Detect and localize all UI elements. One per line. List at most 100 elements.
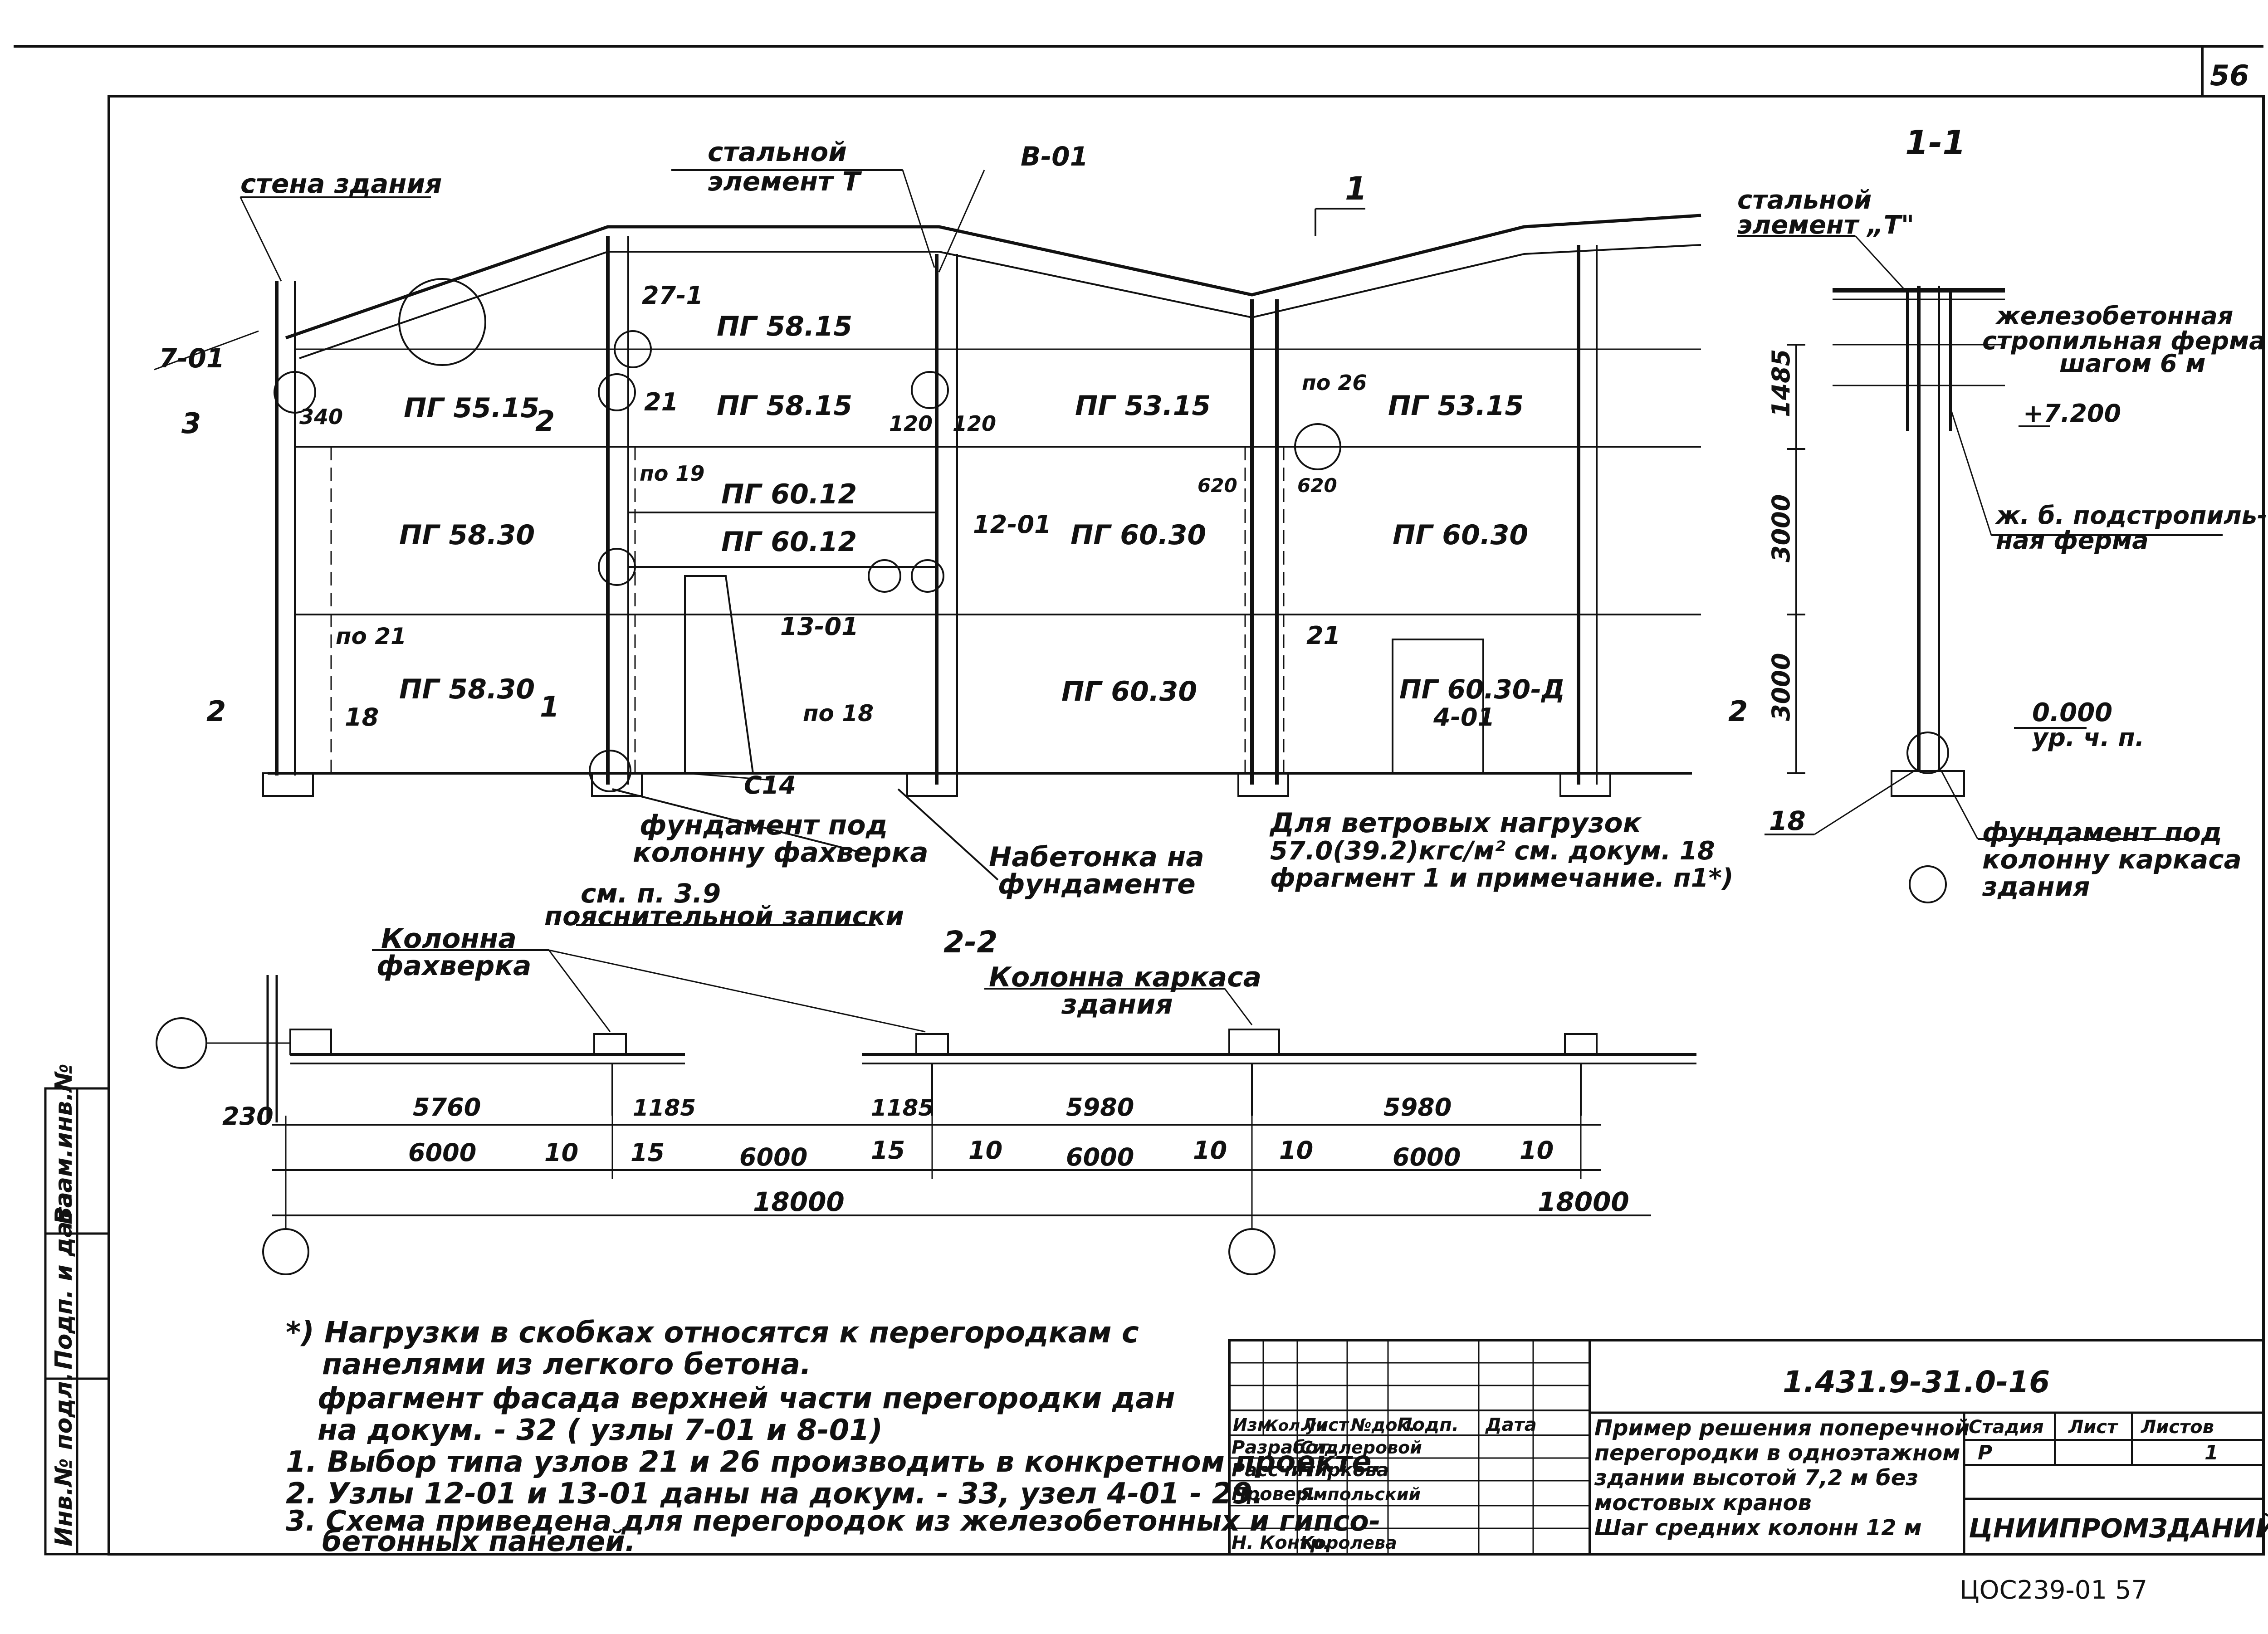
s11-truss2: стропильная ферма [1982,327,2266,355]
tb-stage-header: Стадия [1969,1417,2044,1438]
s22-d18000a: 18000 [753,1186,845,1217]
callout-620b: 620 [1297,474,1337,497]
note-foundation1: фундамент под [640,810,888,841]
tb-title-5: Шаг средних колонн 12 м [1594,1515,1922,1541]
note-wind3: фрагмент 1 и примечание. п1*) [1270,863,1734,893]
s11-level-720: +7.200 [2023,399,2121,428]
panel-pg5830b: ПГ 58.30 [399,673,535,705]
callout-120b: 120 [953,411,996,436]
s11-truss1: железобетонная [1994,302,2233,330]
s22-d6000d: 6000 [1393,1143,1461,1171]
footnote-2: 2. Узлы 12-01 и 13-01 даны на докум. - 3… [286,1477,1263,1511]
s11-level-note: ур. ч. п. [2032,723,2144,752]
callout-steel-t1: стальной [708,137,847,167]
callout-2: 2 [535,405,555,438]
callout-12-01: 12-01 [973,510,1051,539]
callout-wall: стена здания [240,168,442,199]
s11-dim-18: 18 [1769,805,1806,836]
callout-120a: 120 [889,411,933,436]
s11-foundation1: фундамент под [1982,817,2222,848]
note-concrete1: Набетонка на [989,841,1204,873]
tb-org: ЦНИИПРОМЗДАНИЙ [1969,1512,2268,1544]
tb-role-2: Рассчит. [1232,1460,1321,1481]
callout-27-1: 27-1 [642,281,703,310]
tb-role-4: Н. Контр. [1232,1532,1330,1553]
footnote-frag-2: на докум. - 32 ( узлы 7-01 и 8-01) [318,1414,883,1447]
s22-d10d: 10 [1279,1136,1313,1165]
tb-role-1: Разработ. [1232,1437,1335,1458]
s11-steel1: стальной [1737,185,1872,215]
s22-d6000a: 6000 [408,1138,476,1167]
callout-620a: 620 [1198,474,1237,497]
tb-header-3: №док. [1350,1415,1416,1435]
s22-d1185b: 1185 [871,1095,934,1121]
side-strip [44,1087,110,1556]
s11-dim-1485: 1485 [1767,349,1795,417]
section-22-title: 2-2 [943,925,997,960]
callout-21b: 21 [1306,621,1340,650]
s22-col-frame1: Колонна каркаса [989,961,1261,993]
tb-title-3: здании высотой 7,2 м без [1594,1465,1918,1491]
footnote-3a: 3. Схема приведена для перегородок из же… [286,1504,1381,1537]
tb-name-4: Королева [1300,1533,1397,1553]
sheet-frame [14,45,2265,1556]
tb-header-4: Подп. [1397,1415,1459,1435]
tb-header-0: Изм. [1233,1415,1278,1435]
tb-sheet-header: Лист [2068,1417,2119,1438]
section-2-2-drawing [156,949,1696,1275]
panel-pg6012a: ПГ 60.12 [721,478,857,510]
s11-subtruss1: ж. б. подстропиль- [1994,501,2267,530]
doc-code: 1.431.9-31.0-16 [1783,1365,2050,1400]
panel-pg5315a: ПГ 53.15 [1075,390,1211,422]
callout-c14: С14 [744,771,796,800]
callout-13-01: 13-01 [780,612,859,641]
s11-dim-3000a: 3000 [1767,494,1795,562]
s11-steel2: элемент „Т" [1737,210,1914,240]
s22-col-frame2: здания [1061,989,1173,1020]
callout-b01: В-01 [1021,141,1088,172]
panel-pg6030b: ПГ 60.30 [1393,519,1528,551]
callout-701: 7-01 [159,343,225,374]
footnote-frag-1: фрагмент фасада верхней части перегородк… [318,1382,1175,1415]
elevation-labels: стена здания стальной элемент Т В-01 1 7… [159,137,1748,932]
tb-title-2: перегородки в одноэтажном [1594,1440,1960,1466]
s11-foundation2: колонну каркаса [1982,844,2242,875]
s22-d5980b: 5980 [1383,1093,1452,1122]
callout-1: 1 [540,690,559,723]
callout-340: 340 [299,405,343,429]
tb-header-1: Кол.уч [1266,1417,1326,1435]
panel-pg5515: ПГ 55.15 [404,392,539,424]
tb-title-1: Пример решения поперечной [1594,1415,1970,1441]
panel-pg5815b: ПГ 58.15 [717,390,852,422]
tb-title-4: мостовых кранов [1594,1490,1812,1516]
s22-d10a: 10 [544,1138,578,1167]
section-mark-2-right: 2 [1728,695,1748,728]
s22-d6000b: 6000 [739,1143,807,1171]
panel-pg5815a: ПГ 58.15 [717,311,852,342]
s22-d1185a: 1185 [633,1095,696,1121]
footnote-3b: бетонных панелей. [322,1525,635,1558]
section-1-1-drawing [1737,235,2223,903]
strip-vzam: Взам.инв.№ [50,1063,78,1224]
s22-d5760: 5760 [413,1093,481,1122]
section-1-1-labels: 1-1 стальной элемент „Т" железобетонная … [1737,123,2267,902]
note-see1: см. п. 3.9 [581,878,721,909]
panel-pg6012b: ПГ 60.12 [721,526,857,558]
strip-podp-data: Подп. и дата [50,1192,78,1370]
panel-pg6030c: ПГ 60.30 [1061,676,1197,707]
section-11-title: 1-1 [1905,123,1966,162]
callout-21a: 21 [644,388,678,416]
callout-po18: по 18 [803,700,874,727]
callout-po26: по 26 [1302,371,1367,395]
callout-steel-t2: элемент Т [708,166,862,197]
s11-truss3: шагом 6 м [2059,349,2206,378]
callout-po21: по 21 [336,623,406,649]
s22-col-fach1: Колонна [381,923,517,955]
note-concrete2: фундаменте [998,868,1196,900]
elevation-drawing [154,169,1701,926]
panel-pg6030d: ПГ 60.30-Д [1399,674,1565,705]
footnote-1: 1. Выбор типа узлов 21 и 26 производить … [286,1445,1383,1479]
note-wind1: Для ветровых нагрузок [1269,807,1642,839]
s22-d15a: 15 [631,1138,665,1167]
panel-pg5315b: ПГ 53.15 [1388,390,1524,422]
